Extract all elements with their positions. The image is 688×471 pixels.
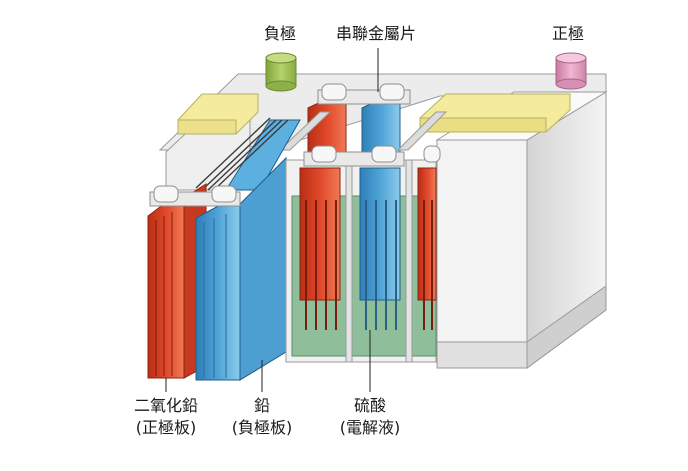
sulfuric-acid-label: 硫酸 xyxy=(353,396,386,415)
leader-lines xyxy=(165,48,379,392)
series-connector-top xyxy=(317,83,411,105)
connector-label: 串聯金屬片 xyxy=(336,24,417,43)
sulfuric-acid-role-label: (電解液) xyxy=(339,418,401,437)
lead-dioxide-role-label: (正極板) xyxy=(135,418,197,437)
negative-terminal xyxy=(265,52,297,92)
vent-plug-right xyxy=(419,93,571,133)
vent-plug-left xyxy=(177,93,259,135)
positive-terminal-label: 正極 xyxy=(552,24,585,43)
lead-label: 鉛 xyxy=(253,396,270,415)
positive-terminal xyxy=(555,52,587,90)
lead-role-label: (負極板) xyxy=(231,418,293,437)
negative-terminal-label: 負極 xyxy=(264,24,297,43)
front-left-cell xyxy=(147,117,301,381)
front-middle-cell xyxy=(285,145,441,363)
lead-dioxide-label: 二氧化鉛 xyxy=(133,396,198,415)
